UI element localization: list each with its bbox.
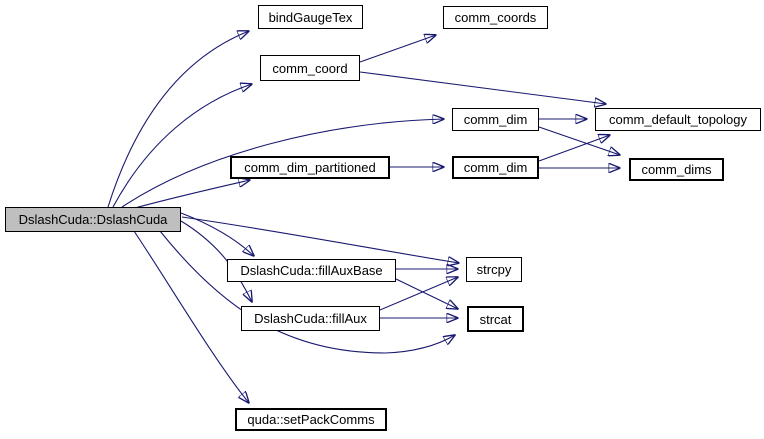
node-strcpy[interactable]: strcpy <box>466 257 522 282</box>
node-comm-dim-bottom[interactable]: comm_dim <box>452 156 539 179</box>
edge-main-to-strcpy <box>181 216 459 263</box>
edge-fillauxbase-to-strcat <box>395 278 458 309</box>
node-dslashcuda-dslashcuda: DslashCuda::DslashCuda <box>5 207 181 232</box>
node-setpackcomms[interactable]: quda::setPackComms <box>235 408 387 431</box>
edge-main-to-bindgaugetex <box>107 31 249 208</box>
node-comm-coords[interactable]: comm_coords <box>443 6 548 29</box>
edge-main-to-strcat <box>159 230 455 354</box>
node-fillauxbase[interactable]: DslashCuda::fillAuxBase <box>227 259 396 282</box>
node-comm-coord[interactable]: comm_coord <box>260 55 360 81</box>
node-comm-dim-top[interactable]: comm_dim <box>452 108 539 131</box>
edge-comm-dim-top-to-comm-dims <box>538 126 620 155</box>
edge-main-to-fillauxbase <box>180 212 254 256</box>
edge-main-to-fillaux <box>180 220 252 302</box>
node-comm-default-topology[interactable]: comm_default_topology <box>595 108 761 131</box>
edge-main-to-setpackcomms <box>133 230 249 403</box>
node-comm-dim-partitioned[interactable]: comm_dim_partitioned <box>230 156 390 179</box>
edge-fillaux-to-strcpy <box>379 277 458 311</box>
edge-comm-coord-to-comm-coords <box>359 35 436 63</box>
edge-main-to-comm-dim-top <box>121 119 444 208</box>
node-comm-dims[interactable]: comm_dims <box>629 158 724 181</box>
node-strcat[interactable]: strcat <box>467 306 524 332</box>
node-bindgaugetex[interactable]: bindGaugeTex <box>258 5 363 29</box>
edge-main-to-comm-dim-partitioned <box>130 180 250 210</box>
edge-comm-dim-bottom-to-comm-default-topology <box>538 135 610 162</box>
edge-comm-coord-to-comm-default-topology <box>359 71 606 104</box>
node-fillaux[interactable]: DslashCuda::fillAux <box>241 306 380 331</box>
edge-main-to-comm-coord <box>112 84 252 208</box>
